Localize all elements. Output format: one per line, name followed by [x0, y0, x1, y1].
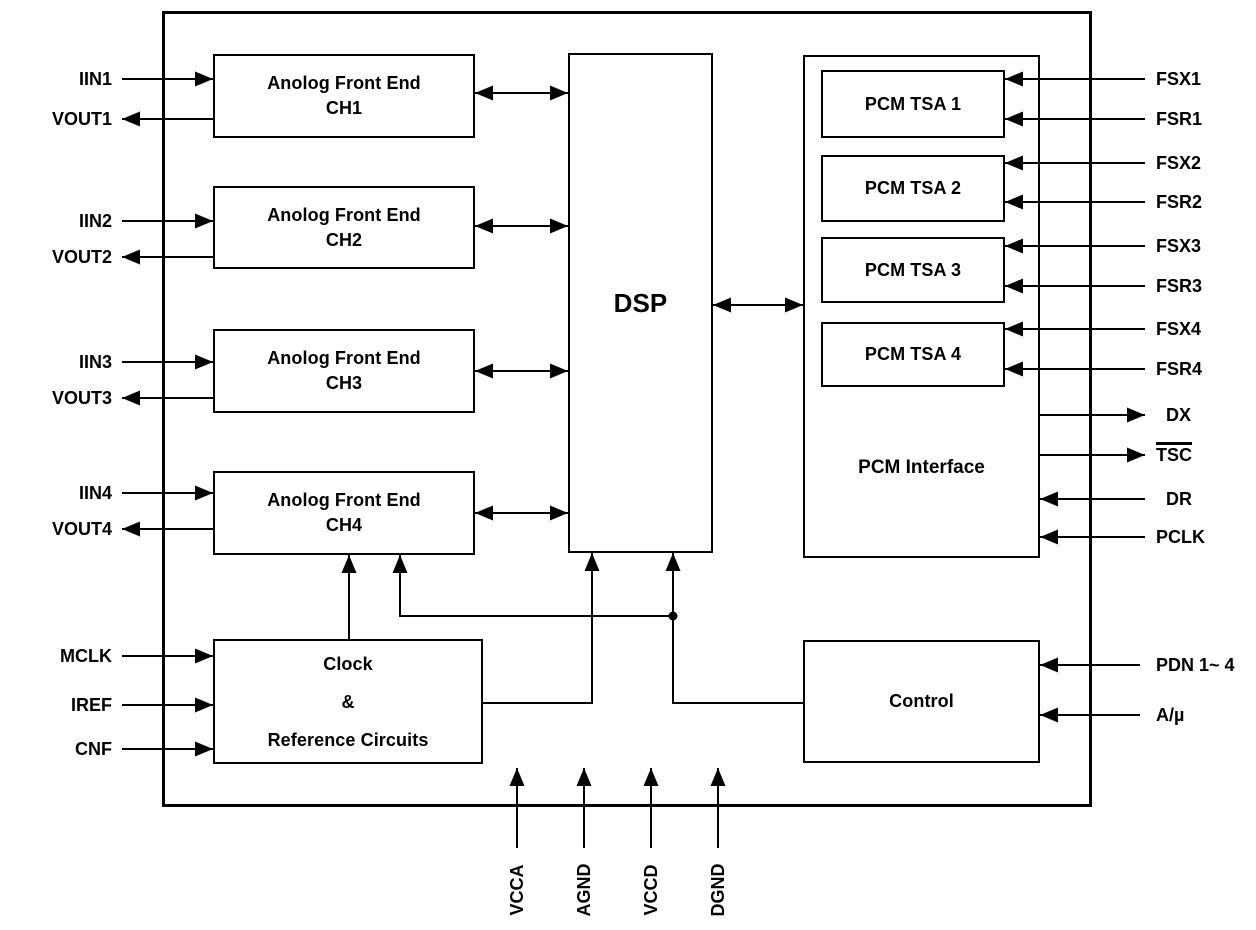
pin-label-fsr3: FSR3	[1156, 276, 1203, 296]
pcm-tsa-1-block: PCM TSA 1	[821, 70, 1005, 138]
pin-label-vout1: VOUT1	[51, 109, 112, 129]
afe-ch1-block: Anolog Front End CH1	[213, 54, 475, 138]
pin-label-fsx2: FSX2	[1156, 153, 1202, 173]
junction-dot	[668, 611, 678, 621]
pcm-tsa-3-label: PCM TSA 3	[864, 259, 962, 280]
pin-label-fsx1: FSX1	[1156, 69, 1202, 89]
pin-label-dgnd: DGND	[708, 863, 728, 917]
pcm-tsa-4-label: PCM TSA 4	[864, 344, 962, 364]
pin-label-amu: A/µ	[1156, 705, 1185, 725]
afe-ch2-title: Anolog Front End	[267, 204, 421, 225]
pin-label-iin2: IIN2	[78, 211, 112, 231]
clock-label-line2: &	[341, 691, 355, 712]
pcm-interface-block	[803, 55, 1040, 558]
afe-ch1-channel: CH1	[325, 98, 363, 118]
pin-label-agnd: AGND	[574, 863, 594, 917]
pin-label-tsc-text: TSC	[1156, 442, 1192, 465]
pin-label-vout2: VOUT2	[51, 247, 112, 267]
pcm-tsa-1-label: PCM TSA 1	[864, 93, 962, 114]
pin-label-fsx3: FSX3	[1156, 236, 1202, 256]
pin-label-pclk: PCLK	[1156, 527, 1205, 547]
pin-label-iin3: IIN3	[78, 352, 112, 372]
pin-label-vout4: VOUT4	[51, 519, 112, 539]
pin-label-iin4: IIN4	[78, 483, 112, 503]
pin-label-iref: IREF	[70, 695, 112, 715]
afe-ch4-title: Anolog Front End	[267, 490, 421, 510]
line-clock-to-dsp	[483, 553, 600, 704]
control-label: Control	[889, 691, 954, 711]
pin-label-fsr1: FSR1	[1156, 109, 1203, 129]
pin-label-vcca: VCCA	[507, 864, 527, 916]
afe-ch4-block: Anolog Front End CH4	[213, 471, 475, 555]
afe-ch2-block: Anolog Front End CH2	[213, 186, 475, 269]
pcm-interface-label: PCM Interface	[858, 457, 985, 478]
clock-label-line1: Clock	[323, 653, 373, 674]
pin-label-vccd: VCCD	[641, 864, 661, 916]
pin-label-fsr2: FSR2	[1156, 192, 1203, 212]
dsp-block: DSP	[568, 53, 713, 553]
afe-ch3-title: Anolog Front End	[267, 348, 421, 368]
pin-label-pdn: PDN 1~ 4	[1156, 655, 1235, 675]
dsp-label: DSP	[613, 287, 668, 318]
pcm-tsa-3-block: PCM TSA 3	[821, 237, 1005, 303]
line-branch-to-afe4	[392, 555, 673, 617]
pin-label-cnf: CNF	[75, 739, 112, 759]
pin-label-iin1: IIN1	[78, 69, 112, 89]
clock-label-line3: Reference Circuits	[267, 729, 429, 750]
pin-label-dr: DR	[1166, 489, 1192, 509]
pin-label-dx: DX	[1166, 405, 1192, 425]
afe-ch3-channel: CH3	[325, 373, 363, 393]
pin-label-mclk: MCLK	[60, 646, 112, 666]
pcm-tsa-2-block: PCM TSA 2	[821, 155, 1005, 222]
afe-ch2-channel: CH2	[325, 229, 363, 250]
control-block: Control	[803, 640, 1040, 763]
pcm-tsa-2-label: PCM TSA 2	[864, 178, 962, 198]
pin-label-fsr4: FSR4	[1156, 359, 1203, 379]
line-junction-to-control	[672, 616, 803, 704]
afe-ch1-title: Anolog Front End	[267, 73, 421, 93]
pin-label-tsc: TSC	[1156, 442, 1256, 467]
pin-label-vout3: VOUT3	[51, 388, 112, 408]
pin-label-fsx4: FSX4	[1156, 319, 1202, 339]
afe-ch4-channel: CH4	[325, 515, 363, 535]
afe-ch3-block: Anolog Front End CH3	[213, 329, 475, 413]
chip-boundary-box	[162, 11, 1092, 807]
clock-reference-block: Clock & Reference Circuits	[213, 639, 483, 764]
pcm-tsa-4-block: PCM TSA 4	[821, 322, 1005, 387]
